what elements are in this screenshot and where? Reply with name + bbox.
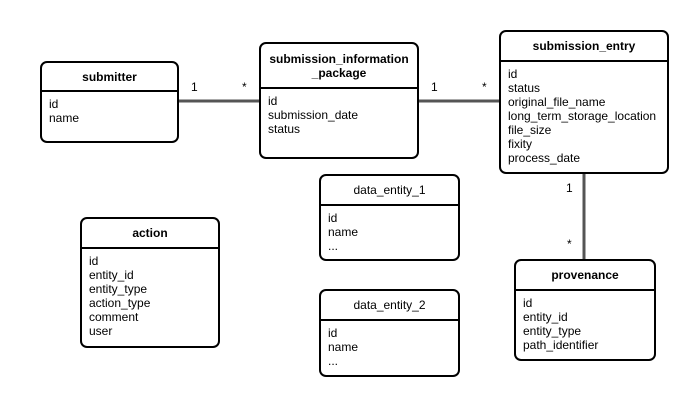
field-process-date: process_date (508, 151, 581, 165)
mult-entry-one: 1 (566, 181, 573, 195)
entity-submission-information-package: submission_information _package id submi… (259, 42, 419, 159)
entity-fields: id name (42, 92, 177, 129)
entity-fields: id entity_id entity_type path_identifier (516, 291, 654, 356)
field-id: id (328, 211, 338, 225)
field-ellipsis: ... (328, 239, 339, 253)
entity-fields: id name ... (321, 321, 458, 372)
field-entity-type: entity_type (89, 282, 148, 296)
field-path-identifier: path_identifier (523, 338, 599, 352)
field-fixity: fixity (508, 137, 532, 151)
entity-title: data_entity_2 (321, 291, 458, 321)
entity-title: submission_entry (501, 32, 667, 62)
field-action-type: action_type (89, 296, 151, 310)
field-name: name (328, 340, 359, 354)
field-ellipsis: ... (328, 354, 339, 368)
entity-provenance: provenance id entity_id entity_type path… (514, 259, 656, 361)
entity-title: provenance (516, 261, 654, 291)
entity-action: action id entity_id entity_type action_t… (80, 217, 220, 348)
field-file-size: file_size (508, 123, 552, 137)
field-entity-id: entity_id (89, 268, 134, 282)
mult-submitter-one: 1 (191, 80, 198, 94)
entity-data-entity-1: data_entity_1 id name ... (319, 174, 460, 261)
entity-fields: id name ... (321, 206, 458, 257)
field-user: user (89, 324, 113, 338)
mult-sip-one: 1 (431, 80, 438, 94)
mult-provenance-many: * (567, 237, 572, 251)
field-original-file-name: original_file_name (508, 95, 606, 109)
field-id: id (328, 326, 338, 340)
field-name: name (49, 111, 80, 125)
entity-title: data_entity_1 (321, 176, 458, 206)
field-submission-date: submission_date (268, 108, 359, 122)
entity-fields: id submission_date status (261, 89, 417, 140)
field-id: id (508, 67, 518, 81)
entity-title: submitter (42, 63, 177, 92)
mult-sip-many: * (242, 80, 247, 94)
field-id: id (89, 254, 99, 268)
field-name: name (328, 225, 359, 239)
field-status: status (508, 81, 541, 95)
field-long-term-storage-location: long_term_storage_location (508, 109, 657, 123)
field-id: id (523, 296, 533, 310)
entity-fields: id status original_file_name long_term_s… (501, 62, 667, 169)
entity-submission-entry: submission_entry id status original_file… (499, 30, 669, 174)
entity-title: submission_information _package (261, 44, 417, 89)
field-id: id (49, 97, 59, 111)
entity-submitter: submitter id name (40, 61, 179, 143)
mult-entry-many: * (482, 80, 487, 94)
entity-fields: id entity_id entity_type action_type com… (82, 249, 218, 342)
field-entity-type: entity_type (523, 324, 582, 338)
field-comment: comment (89, 310, 139, 324)
field-entity-id: entity_id (523, 310, 568, 324)
entity-title: action (82, 219, 218, 249)
entity-data-entity-2: data_entity_2 id name ... (319, 289, 460, 377)
field-id: id (268, 94, 278, 108)
field-status: status (268, 122, 301, 136)
